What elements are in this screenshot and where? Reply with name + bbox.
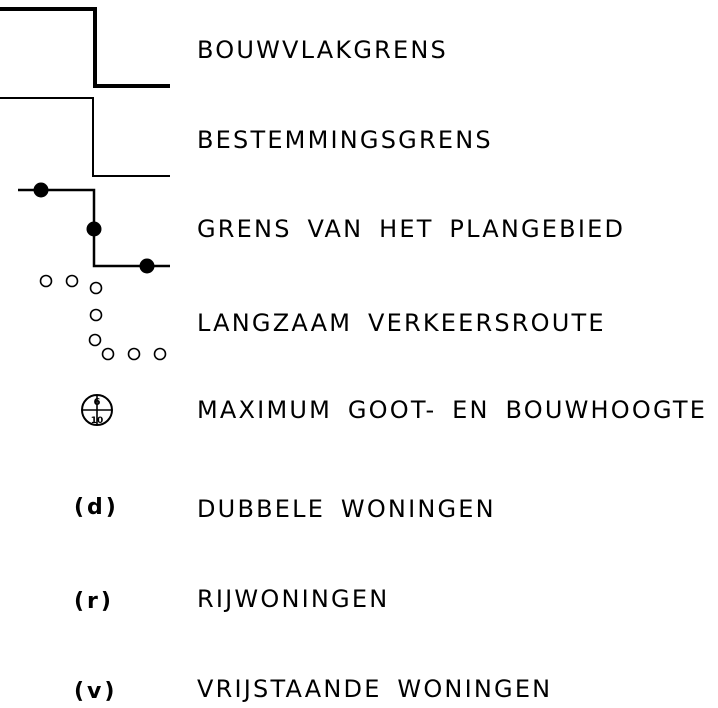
dubbele-woningen-label: DUBBELE WONINGEN [197, 495, 496, 523]
code-v: (v) [74, 679, 118, 704]
plangebied-label: GRENS VAN HET PLANGEBIED [197, 215, 626, 243]
rijwoningen-label: RIJWONINGEN [197, 585, 390, 613]
vrijstaande-woningen-label: VRIJSTAANDE WONINGEN [197, 675, 553, 703]
code-d: (d) [74, 495, 119, 520]
maximum-hoogte-label: MAXIMUM GOOT- EN BOUWHOOGTE [197, 396, 708, 424]
code-r: (r) [74, 589, 114, 614]
bouwvlakgrens-label: BOUWVLAKGRENS [197, 36, 448, 64]
langzaam-verkeersroute-label: LANGZAAM VERKEERSROUTE [197, 309, 606, 337]
bestemmingsgrens-label: BESTEMMINGSGRENS [197, 126, 493, 154]
